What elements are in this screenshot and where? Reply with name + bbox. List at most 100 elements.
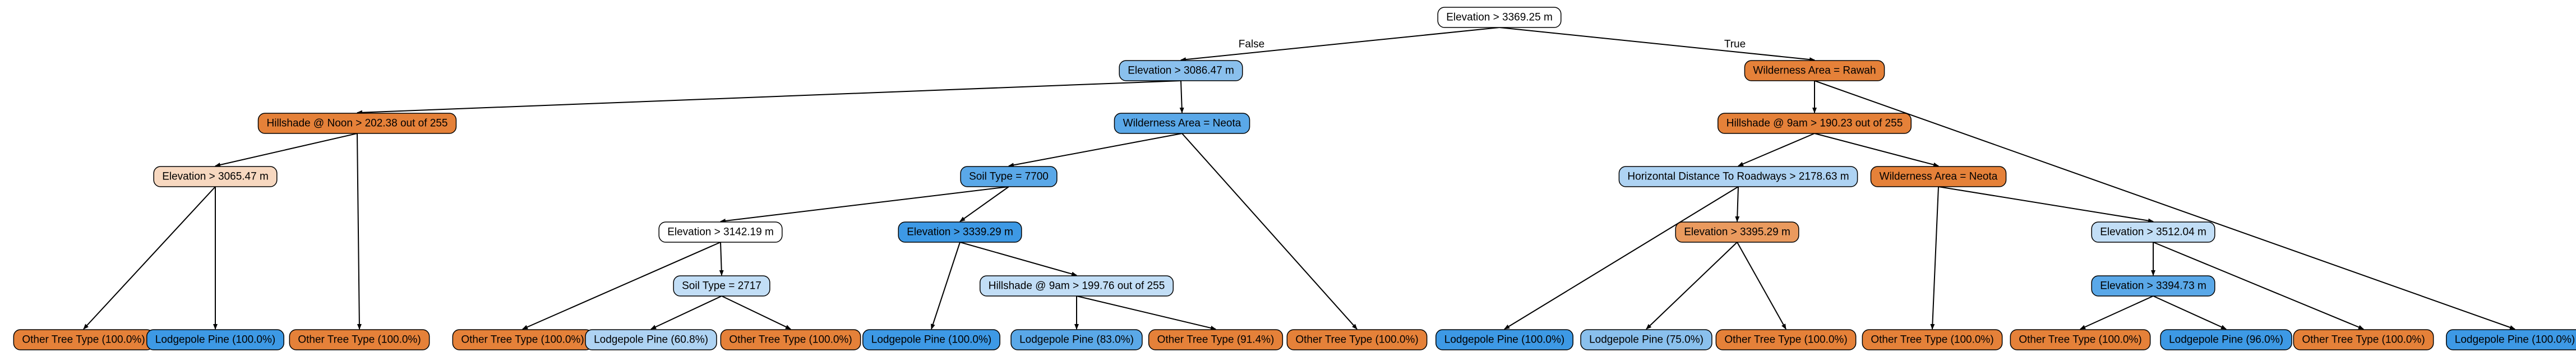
node-label: Lodgepole Pine (96.0%) [2169, 334, 2283, 346]
node-label: Elevation > 3065.47 m [162, 171, 269, 183]
node-label: Soil Type = 7700 [969, 171, 1049, 183]
node-label: Other Tree Type (100.0%) [2019, 334, 2141, 346]
leaf-node-other-tree-type-100-0: Other Tree Type (100.0%) [1715, 329, 1857, 350]
node-label: Elevation > 3512.04 m [2100, 226, 2206, 238]
node-label: Elevation > 3142.19 m [667, 226, 774, 238]
leaf-node-other-tree-type-100-0: Other Tree Type (100.0%) [2010, 329, 2151, 350]
node-label: Wilderness Area = Neota [1880, 171, 1998, 183]
node-box [1580, 329, 1712, 350]
node-label: Other Tree Type (100.0%) [298, 334, 421, 346]
decision-node-horizontal-distance-to-roadways-2178-63-m: Horizontal Distance To Roadways > 2178.6… [1618, 166, 1858, 187]
node-label: Elevation > 3339.29 m [907, 226, 1013, 238]
node-box [1675, 221, 1799, 243]
node-box [979, 275, 1174, 297]
node-label: Other Tree Type (100.0%) [1871, 334, 1993, 346]
edge-n3-to-l3 [357, 133, 362, 330]
edge-n9-to-l14 [1930, 186, 1939, 330]
decision-node-elevation-3512-04-m: Elevation > 3512.04 m [2091, 221, 2215, 243]
leaf-node-other-tree-type-91-4: Other Tree Type (91.4%) [1148, 329, 1284, 350]
node-box [2446, 329, 2576, 350]
node-label: Hillshade @ 9am > 190.23 out of 255 [1726, 118, 1903, 130]
node-box [960, 166, 1058, 187]
edge-n5-to-n8 [1738, 133, 1815, 167]
node-box [585, 329, 717, 350]
edge-n13-to-l17 [2153, 242, 2364, 330]
node-label: Other Tree Type (100.0%) [729, 334, 852, 346]
nodes-layer: Elevation > 3369.25 m Elevation > 3086.47… [13, 7, 2576, 350]
node-label: Other Tree Type (91.4%) [1157, 334, 1275, 346]
edge-n1-to-n3 [357, 80, 1181, 115]
node-label: Other Tree Type (100.0%) [2302, 334, 2425, 346]
edge-n16-to-l16 [2153, 295, 2227, 330]
decision-node-elevation-3065-47-m: Elevation > 3065.47 m [153, 166, 278, 187]
leaf-node-lodgepole-pine-100-0: Lodgepole Pine (100.0%) [2446, 329, 2576, 350]
node-label: Elevation > 3394.73 m [2100, 280, 2206, 292]
edge-n11-to-n15 [959, 242, 1077, 276]
node-label: Other Tree Type (100.0%) [461, 334, 584, 346]
node-label: Other Tree Type (100.0%) [1724, 334, 1847, 346]
decision-node-hillshade-noon-202-38-out-of-255: Hillshade @ Noon > 202.38 out of 255 [257, 113, 457, 134]
node-label: Horizontal Distance To Roadways > 2178.6… [1627, 171, 1849, 183]
leaf-node-lodgepole-pine-96-0: Lodgepole Pine (96.0%) [2160, 329, 2292, 350]
edge-n16-to-l15 [2080, 295, 2154, 330]
node-box [720, 329, 861, 350]
node-label: Lodgepole Pine (100.0%) [2455, 334, 2575, 346]
node-box [146, 329, 284, 350]
leaf-node-lodgepole-pine-75-0: Lodgepole Pine (75.0%) [1580, 329, 1712, 350]
node-box [2091, 275, 2215, 297]
decision-node-soil-type-2717: Soil Type = 2717 [673, 275, 770, 297]
leaf-node-other-tree-type-100-0: Other Tree Type (100.0%) [452, 329, 593, 350]
edge-n8-to-n12 [1735, 186, 1740, 222]
decision-node-wilderness-area-neota: Wilderness Area = Neota [1870, 166, 2007, 187]
node-box [2010, 329, 2151, 350]
edge-n15-to-l9 [1076, 295, 1216, 330]
edge-n0-to-n2 [1499, 27, 1815, 62]
leaf-node-other-tree-type-100-0: Other Tree Type (100.0%) [2293, 329, 2434, 350]
node-box [1286, 329, 1428, 350]
edges-layer [83, 27, 2515, 330]
edge-n4-to-n7 [1008, 133, 1183, 168]
node-box [2091, 221, 2215, 243]
node-box [1119, 60, 1243, 81]
edge-n5-to-n9 [1814, 133, 1939, 167]
decision-node-elevation-3142-19-m: Elevation > 3142.19 m [658, 221, 783, 243]
node-box [1148, 329, 1284, 350]
edge-n3-to-n6 [215, 133, 358, 167]
edge-n14-to-l6 [721, 295, 791, 330]
node-label: Lodgepole Pine (75.0%) [1589, 334, 1704, 346]
edge-n7-to-n11 [959, 186, 1009, 222]
decision-node-elevation-3086-47-m: Elevation > 3086.47 m [1119, 60, 1243, 81]
node-box [257, 113, 457, 134]
node-label: Elevation > 3369.25 m [1446, 12, 1553, 24]
edge-n14-to-l5 [650, 295, 722, 330]
node-label: Lodgepole Pine (100.0%) [871, 334, 991, 346]
node-label: Elevation > 3395.29 m [1684, 226, 1790, 238]
edge-n7-to-n10 [720, 186, 1009, 223]
node-box [1870, 166, 2007, 187]
leaf-node-other-tree-type-100-0: Other Tree Type (100.0%) [13, 329, 154, 350]
node-box [898, 221, 1022, 243]
edge-n9-to-n13 [1938, 186, 2154, 223]
node-box [1715, 329, 1857, 350]
node-label: Wilderness Area = Rawah [1753, 65, 1876, 77]
edge-n11-to-l7 [931, 242, 961, 330]
node-box [2160, 329, 2292, 350]
node-box [1437, 7, 1562, 28]
leaf-node-lodgepole-pine-83-0: Lodgepole Pine (83.0%) [1010, 329, 1143, 350]
node-label: Wilderness Area = Neota [1123, 118, 1241, 130]
node-label: Lodgepole Pine (100.0%) [1444, 334, 1564, 346]
node-label: Soil Type = 2717 [682, 280, 761, 292]
node-box [1010, 329, 1143, 350]
node-box [658, 221, 783, 243]
edge-n8-to-l11 [1504, 186, 1739, 330]
node-box [673, 275, 770, 297]
edge-n1-to-n4 [1179, 80, 1184, 113]
edge-n10-to-n14 [719, 242, 724, 276]
edge-label-false: False [1239, 39, 1264, 50]
node-label: Other Tree Type (100.0%) [22, 334, 145, 346]
leaf-node-other-tree-type-100-0: Other Tree Type (100.0%) [1862, 329, 2003, 350]
node-label: Elevation > 3086.47 m [1128, 65, 1234, 77]
decision-node-hillshade-9am-199-76-out-of-255: Hillshade @ 9am > 199.76 out of 255 [979, 275, 1174, 297]
edge-n12-to-l13 [1737, 242, 1786, 330]
